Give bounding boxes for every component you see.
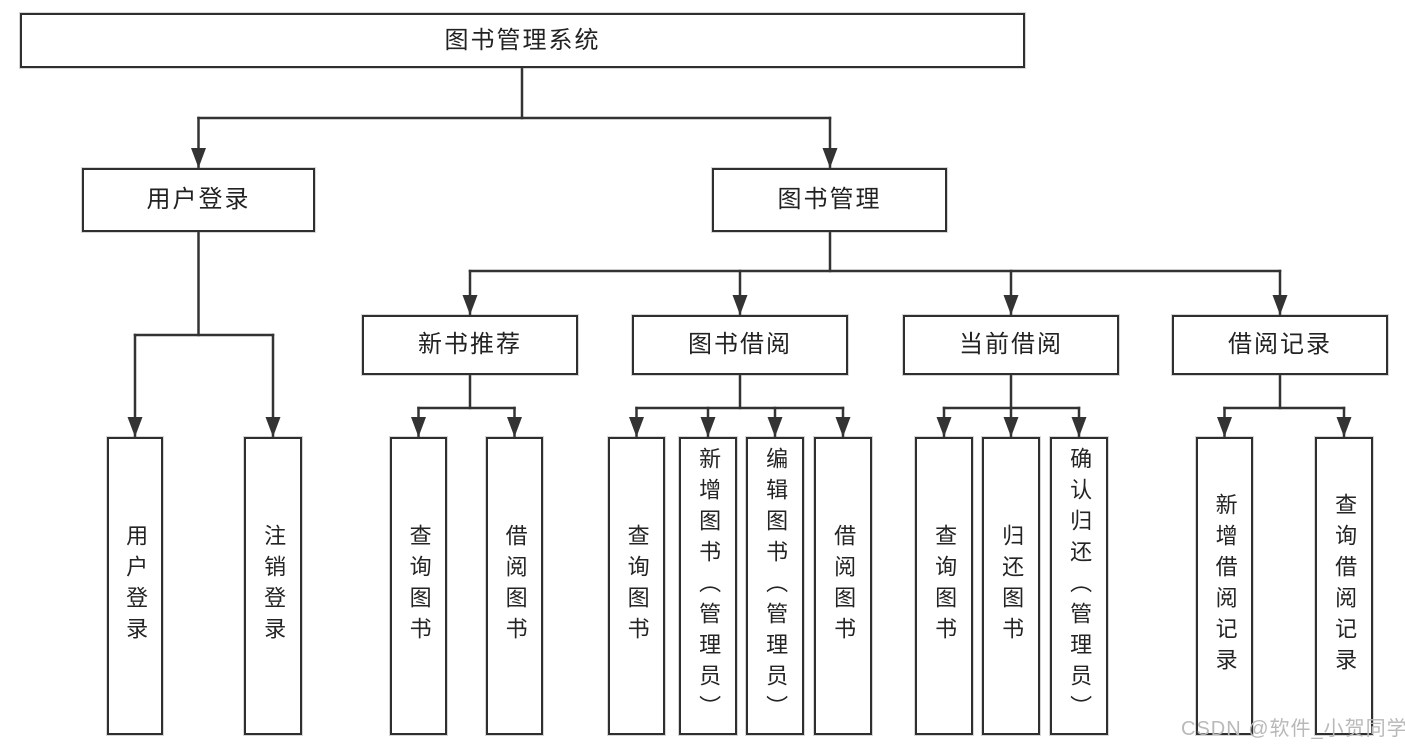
leaf-cb-return-books: 归还图书	[982, 437, 1040, 735]
watermark: CSDN @软件_小贺同学	[1181, 718, 1405, 740]
leaf-cb-confirm-return-admin-label: 确认归还（管理员）	[1067, 446, 1093, 726]
node-current-borrow-label: 当前借阅	[959, 331, 1063, 358]
leaf-cb-query-books-label: 查询图书	[932, 524, 958, 648]
leaf-bb-borrow-books-label: 借阅图书	[831, 524, 857, 648]
node-root: 图书管理系统	[20, 13, 1025, 68]
leaf-nbr-query-books-label: 查询图书	[406, 524, 432, 648]
leaf-user-login-label: 用户登录	[123, 524, 149, 648]
node-new-book-recommend-label: 新书推荐	[418, 331, 522, 358]
leaf-br-add-record-label: 新增借阅记录	[1212, 493, 1238, 679]
leaf-br-query-record: 查询借阅记录	[1315, 437, 1373, 735]
node-new-book-recommend: 新书推荐	[362, 315, 578, 375]
leaf-nbr-borrow-books: 借阅图书	[486, 437, 543, 735]
leaf-bb-query-books-label: 查询图书	[624, 524, 650, 648]
leaf-nbr-query-books: 查询图书	[390, 437, 447, 735]
node-user-login: 用户登录	[82, 168, 315, 232]
leaf-cb-confirm-return-admin: 确认归还（管理员）	[1050, 437, 1108, 735]
leaf-bb-query-books: 查询图书	[608, 437, 665, 735]
node-book-management: 图书管理	[712, 168, 947, 232]
leaf-bb-add-book-admin: 新增图书（管理员）	[679, 437, 737, 735]
leaf-bb-borrow-books: 借阅图书	[814, 437, 872, 735]
node-borrow-records-label: 借阅记录	[1228, 331, 1332, 358]
node-current-borrow: 当前借阅	[903, 315, 1119, 375]
leaf-cb-query-books: 查询图书	[915, 437, 973, 735]
leaf-cb-return-books-label: 归还图书	[999, 524, 1025, 648]
leaf-logout: 注销登录	[244, 437, 302, 735]
leaf-bb-edit-book-admin: 编辑图书（管理员）	[746, 437, 804, 735]
node-book-borrow: 图书借阅	[632, 315, 848, 375]
node-user-login-label: 用户登录	[146, 186, 251, 213]
leaf-bb-add-book-admin-label: 新增图书（管理员）	[696, 446, 722, 726]
leaf-nbr-borrow-books-label: 借阅图书	[502, 524, 528, 648]
node-root-label: 图书管理系统	[444, 26, 601, 54]
leaf-br-query-record-label: 查询借阅记录	[1332, 493, 1358, 679]
node-book-management-label: 图书管理	[777, 186, 882, 213]
leaf-user-login: 用户登录	[107, 437, 163, 735]
leaf-logout-label: 注销登录	[261, 524, 287, 648]
node-borrow-records: 借阅记录	[1172, 315, 1388, 375]
leaf-br-add-record: 新增借阅记录	[1196, 437, 1253, 735]
node-book-borrow-label: 图书借阅	[688, 331, 792, 358]
leaf-bb-edit-book-admin-label: 编辑图书（管理员）	[763, 446, 789, 726]
